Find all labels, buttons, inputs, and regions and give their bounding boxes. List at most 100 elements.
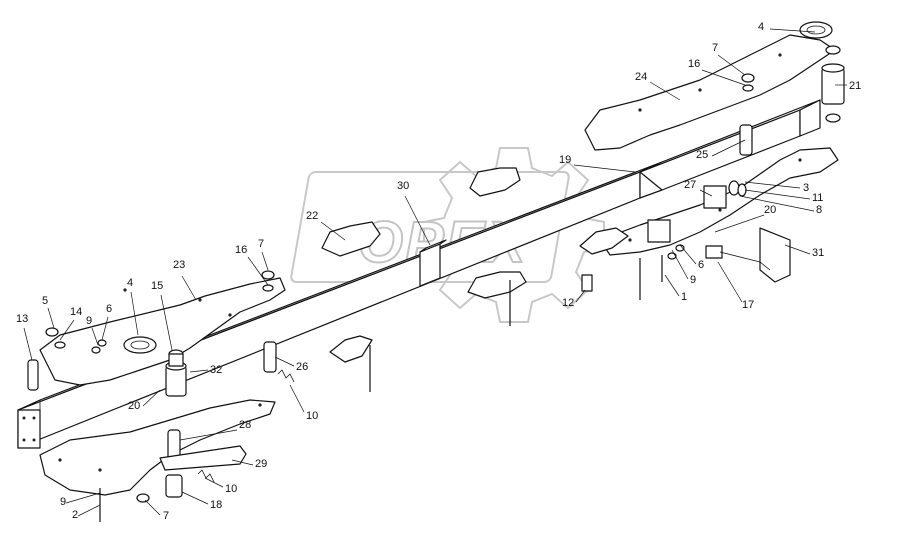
pivot-ring-4-left — [123, 336, 157, 354]
callout-label: 16 — [688, 58, 700, 70]
spindle-21 — [821, 45, 845, 123]
nut-9-right — [667, 252, 677, 260]
callout-label: 29 — [255, 458, 267, 470]
bracket-lower-mid — [467, 271, 527, 299]
callout-leader — [649, 81, 681, 101]
callout-leader — [679, 244, 697, 265]
callout-label: 2 — [72, 509, 78, 521]
callout-label: 9 — [86, 315, 92, 327]
callout-leader — [231, 459, 254, 466]
callout-leader — [575, 289, 586, 303]
callout-label: 20 — [764, 204, 776, 216]
callout-label: 26 — [296, 361, 308, 373]
link-17 — [705, 245, 723, 259]
callout-leader — [77, 504, 101, 517]
callout-label: 20 — [128, 400, 140, 412]
callout-leader — [699, 189, 713, 197]
washer-7-left — [261, 270, 275, 280]
clip-12 — [581, 274, 593, 292]
callout-leader — [23, 327, 33, 361]
callout-leader — [59, 319, 75, 341]
callout-leader — [91, 327, 99, 346]
nut-9 — [91, 346, 101, 354]
spring-10-lower — [197, 469, 215, 483]
callout-label: 10 — [306, 410, 318, 422]
bracket-assembly-27 — [647, 180, 747, 243]
callout-leader — [739, 195, 815, 212]
clamp-25 — [739, 124, 753, 156]
spring-10-upper — [277, 369, 295, 383]
plate-24 — [584, 34, 836, 151]
callout-leader — [711, 139, 746, 157]
nut-14 — [54, 341, 66, 349]
callout-label: 15 — [151, 280, 163, 292]
callout-leader — [717, 261, 743, 303]
pin-13 — [27, 359, 39, 391]
bushing-18 — [165, 474, 183, 498]
plate-bolt-holes — [58, 53, 802, 472]
callout-leader — [181, 491, 209, 505]
hinge-31 — [759, 227, 791, 283]
callout-leader — [130, 291, 139, 336]
callout-label: 32 — [210, 364, 222, 376]
callout-label: 4 — [127, 277, 133, 289]
callout-label: 8 — [816, 204, 822, 216]
nut-6 — [97, 339, 107, 347]
callout-leader — [160, 294, 173, 351]
washer-5 — [45, 327, 59, 337]
callout-leader — [784, 244, 811, 255]
callout-leader — [289, 384, 305, 413]
clamp-26 — [263, 341, 277, 373]
callout-leader — [664, 274, 680, 297]
nut-16-right — [742, 84, 754, 92]
pivot-ring-4-right — [799, 21, 833, 39]
callout-label: 1 — [681, 291, 687, 303]
callout-leader — [144, 499, 161, 516]
callout-label: 19 — [559, 154, 571, 166]
callout-label: 31 — [812, 247, 824, 259]
callout-label: 7 — [712, 42, 718, 54]
callout-leader — [47, 307, 55, 329]
callout-label: 27 — [684, 179, 696, 191]
callout-label: 24 — [635, 71, 647, 83]
callout-leader — [671, 249, 689, 280]
nut-16-left — [262, 284, 274, 292]
washer-7-lower — [136, 493, 150, 503]
callout-label: 12 — [562, 297, 574, 309]
arm-29 — [159, 445, 247, 471]
callout-leader — [179, 429, 238, 441]
beam-end-cap — [17, 409, 41, 449]
callout-label: 4 — [758, 21, 764, 33]
callout-label: 10 — [225, 483, 237, 495]
callout-label: 6 — [698, 259, 704, 271]
callout-label: 7 — [258, 238, 264, 250]
callout-leader — [573, 164, 636, 173]
callout-leader — [320, 221, 346, 241]
callout-label: 6 — [106, 303, 112, 315]
callout-label: 23 — [173, 259, 185, 271]
callout-label: 5 — [42, 295, 48, 307]
callout-leader — [701, 69, 746, 86]
callout-label: 25 — [696, 149, 708, 161]
callout-leader — [181, 275, 197, 301]
callout-leader — [261, 251, 269, 271]
callout-leader — [274, 356, 295, 367]
callout-label: 21 — [849, 80, 861, 92]
plate-center — [329, 335, 373, 363]
plate-lower-left — [39, 399, 276, 496]
callout-leader — [714, 214, 765, 233]
callout-leader — [189, 369, 209, 373]
callout-label: 30 — [397, 180, 409, 192]
callout-label: 16 — [235, 244, 247, 256]
bracket-upper-mid — [469, 167, 521, 197]
callout-label: 18 — [210, 499, 222, 511]
callout-leader — [404, 195, 431, 246]
callout-label: 9 — [60, 496, 66, 508]
washer-7-right — [741, 73, 755, 83]
callout-leader — [247, 256, 269, 286]
callout-label: 13 — [16, 313, 28, 325]
callout-leader — [101, 316, 109, 341]
